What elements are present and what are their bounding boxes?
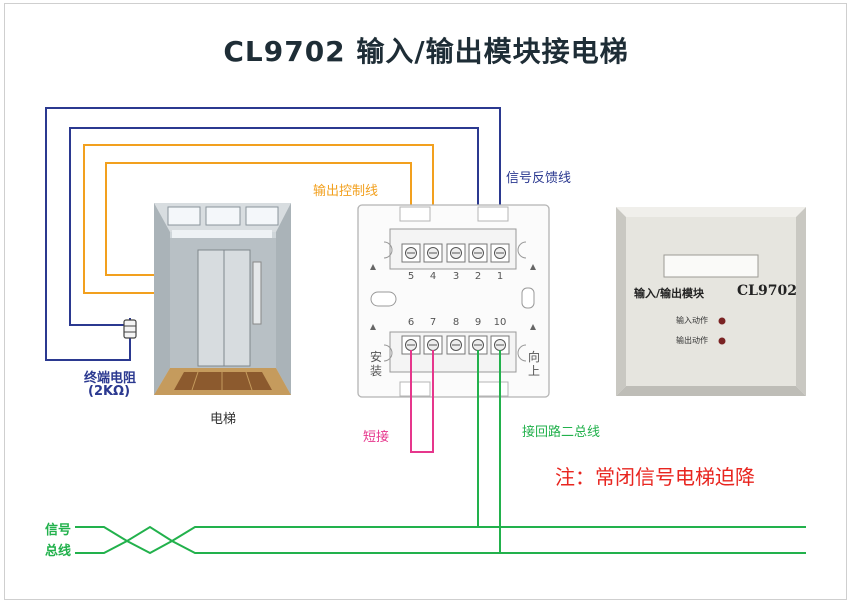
up-label-1: 向 [528, 350, 541, 364]
output-control-wires [83, 144, 434, 294]
install-label-1: 安 [370, 350, 383, 364]
page-title: CL9702 输入/输出模块接电梯 [223, 35, 629, 68]
terminal-number: 4 [430, 271, 436, 282]
diagram-frame [4, 3, 847, 600]
terminal-number: 9 [475, 317, 481, 328]
signal-bus-label-1: 信号 [45, 523, 72, 538]
terminal-resistor-label: 终端电阻 [84, 371, 137, 386]
resistor-value-label: (2KΩ) [88, 384, 131, 399]
note-label: 注：常闭信号电梯迫降 [555, 465, 755, 489]
terminal-number: 10 [494, 317, 507, 328]
terminal-resistor [123, 319, 137, 339]
terminal-number: 3 [453, 271, 459, 282]
terminal-number: 2 [475, 271, 481, 282]
install-label-2: 装 [370, 364, 383, 378]
terminal-base [357, 204, 550, 398]
terminal-number: 1 [497, 271, 503, 282]
elevator-image [154, 203, 291, 395]
up-label-2: 上 [528, 364, 541, 378]
terminal-number: 7 [430, 317, 436, 328]
short-jumper-wire [410, 350, 434, 453]
signal-bus-wires [75, 350, 806, 555]
output-control-label: 输出控制线 [313, 184, 379, 199]
short-connect-label: 短接 [363, 430, 390, 445]
terminal-row-top: 5 4 3 2 1 [401, 243, 510, 282]
elevator-label: 电梯 [210, 412, 237, 427]
signal-feedback-label: 信号反馈线 [506, 171, 572, 186]
loop-bus-label: 接回路二总线 [522, 425, 601, 440]
terminal-row-bottom: 6 7 8 9 10 [401, 317, 510, 355]
terminal-number: 5 [408, 271, 414, 282]
input-action-label: 输入动作 [676, 316, 708, 325]
terminal-number: 6 [408, 317, 414, 328]
module-image [616, 207, 806, 396]
output-action-label: 输出动作 [676, 336, 708, 345]
module-model-label: CL9702 [737, 283, 797, 299]
terminal-number: 8 [453, 317, 459, 328]
module-name-label: 输入/输出模块 [634, 287, 705, 300]
signal-bus-label-2: 总线 [45, 544, 72, 559]
